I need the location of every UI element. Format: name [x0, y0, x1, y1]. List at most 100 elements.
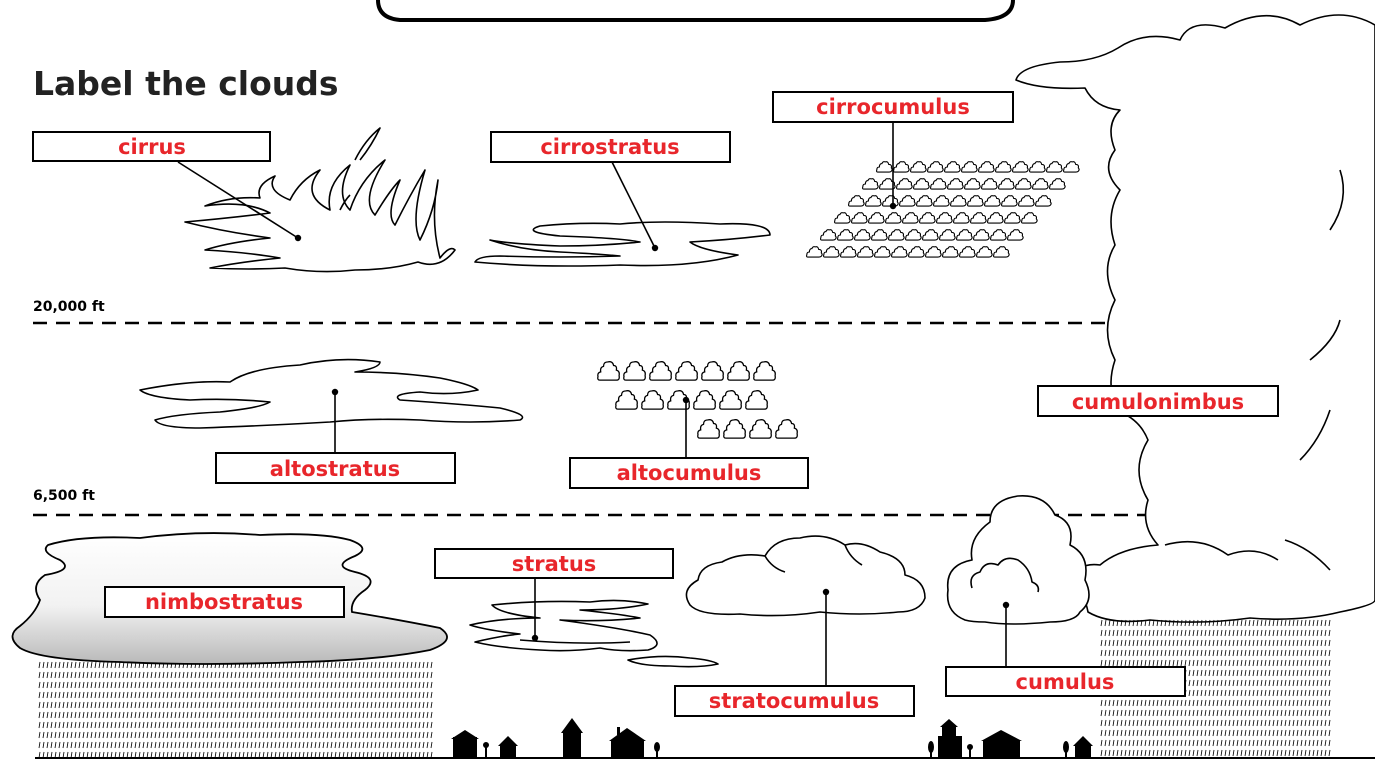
rain-streak: [1204, 699, 1207, 707]
rain-streak: [114, 711, 117, 719]
label-altocumulus[interactable]: altocumulus: [569, 457, 809, 489]
rain-streak: [398, 691, 401, 699]
rain-streak: [54, 721, 57, 729]
label-cirrostratus[interactable]: cirrostratus: [490, 131, 731, 163]
altocumulus-puff: [649, 361, 672, 381]
rain-streak: [1112, 639, 1115, 647]
rain-streak: [1228, 629, 1231, 637]
rain-streak: [158, 711, 161, 719]
rain-streak: [1212, 729, 1215, 737]
altocumulus-puff: [723, 419, 746, 439]
rain-streak: [1172, 659, 1175, 667]
rain-streak: [1180, 729, 1183, 737]
rain-streak: [214, 671, 217, 679]
label-altostratus[interactable]: altostratus: [215, 452, 456, 484]
rain-streak: [226, 711, 229, 719]
rain-streak: [1168, 739, 1171, 747]
rain-streak: [414, 731, 417, 739]
rain-streak: [1232, 689, 1235, 697]
rain-streak: [362, 731, 365, 739]
rain-streak: [1124, 659, 1127, 667]
rain-streak: [1188, 729, 1191, 737]
cirrocumulus-puff: [885, 212, 902, 224]
rain-streak: [1232, 649, 1235, 657]
label-cumulus[interactable]: cumulus: [945, 666, 1186, 697]
rain-streak: [270, 751, 273, 759]
rain-streak: [1228, 699, 1231, 707]
cirrocumulus-puff: [823, 246, 840, 258]
cirrocumulus-puff: [939, 229, 956, 241]
label-stratus[interactable]: stratus: [434, 548, 674, 579]
rain-streak: [370, 741, 373, 749]
rain-streak: [318, 671, 321, 679]
rain-streak: [314, 731, 317, 739]
rain-streak: [1156, 649, 1159, 657]
rain-streak: [1120, 649, 1123, 657]
rain-streak: [1112, 749, 1115, 757]
rain-streak: [210, 741, 213, 749]
rain-streak: [1196, 709, 1199, 717]
rain-streak: [322, 751, 325, 759]
rain-streak: [1328, 669, 1331, 677]
cirrocumulus-puff: [950, 195, 967, 207]
rain-streak: [1104, 749, 1107, 757]
rain-streak: [366, 731, 369, 739]
rain-streak: [1288, 739, 1291, 747]
rain-streak: [270, 691, 273, 699]
rain-streak: [254, 731, 257, 739]
rain-streak: [254, 671, 257, 679]
rain-streak: [1240, 709, 1243, 717]
label-cumulonimbus[interactable]: cumulonimbus: [1037, 385, 1279, 417]
rain-streak: [1236, 709, 1239, 717]
rain-streak: [118, 741, 121, 749]
rain-streak: [122, 731, 125, 739]
rain-streak: [370, 691, 373, 699]
rain-streak: [174, 671, 177, 679]
rain-streak: [1256, 709, 1259, 717]
rain-streak: [1108, 719, 1111, 727]
label-nimbostratus[interactable]: nimbostratus: [104, 586, 345, 618]
rain-streak: [382, 691, 385, 699]
rain-streak: [1240, 639, 1243, 647]
cirrocumulus-puff: [984, 195, 1001, 207]
rain-streak: [1172, 629, 1175, 637]
label-cirrocumulus[interactable]: cirrocumulus: [772, 91, 1014, 123]
rain-streak: [1216, 629, 1219, 637]
rain-streak: [422, 681, 425, 689]
rain-streak: [1244, 739, 1247, 747]
rain-streak: [334, 721, 337, 729]
rain-streak: [1216, 689, 1219, 697]
rain-streak: [222, 751, 225, 759]
rain-streak: [114, 751, 117, 759]
rain-streak: [1200, 659, 1203, 667]
rain-streak: [390, 741, 393, 749]
rain-streak: [1288, 729, 1291, 737]
rain-streak: [38, 711, 41, 719]
rain-streak: [158, 721, 161, 729]
rain-streak: [1136, 749, 1139, 757]
rain-streak: [386, 691, 389, 699]
rain-streak: [1136, 739, 1139, 747]
rain-streak: [102, 741, 105, 749]
rain-streak: [114, 721, 117, 729]
rain-streak: [1316, 719, 1319, 727]
rain-streak: [102, 701, 105, 709]
pointer-cirrocumulus: [889, 202, 897, 210]
rain-streak: [270, 711, 273, 719]
rain-streak: [386, 701, 389, 709]
svg-text:stratocumulus: stratocumulus: [709, 689, 879, 713]
rain-streak: [54, 711, 57, 719]
rain-streak: [1276, 699, 1279, 707]
rain-streak: [302, 711, 305, 719]
rain-streak: [70, 701, 73, 709]
rain-streak: [1300, 679, 1303, 687]
rain-streak: [1304, 669, 1307, 677]
rain-streak: [1268, 749, 1271, 757]
rain-streak: [1228, 619, 1231, 627]
cirrocumulus-puff: [1012, 161, 1029, 173]
rain-streak: [250, 691, 253, 699]
label-cirrus[interactable]: cirrus: [32, 131, 271, 162]
label-stratocumulus[interactable]: stratocumulus: [674, 685, 915, 717]
rain-streak: [1248, 709, 1251, 717]
rain-streak: [150, 681, 153, 689]
